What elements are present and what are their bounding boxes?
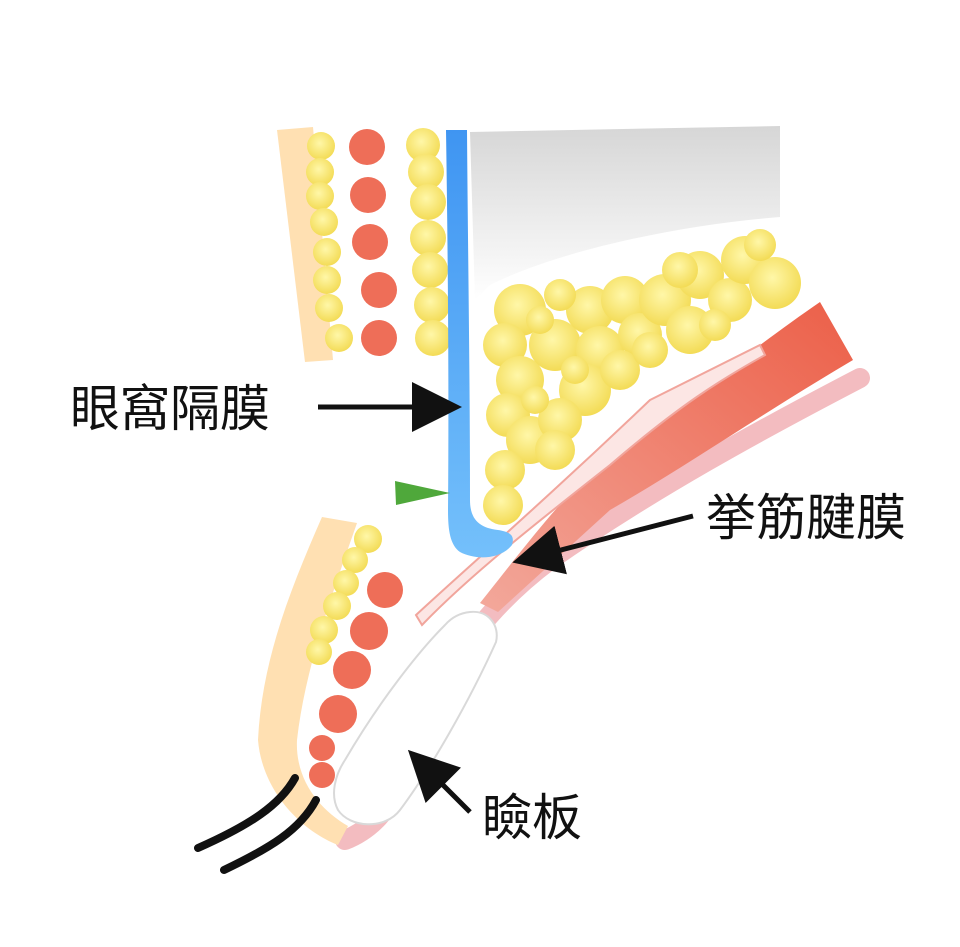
lower-fat-dots (306, 525, 382, 665)
label-tarsus: 瞼板 (482, 789, 582, 847)
levator-muscle (480, 302, 853, 612)
green-pointer-arrowhead (395, 481, 450, 505)
aponeurosis-label-arrow (512, 513, 694, 575)
lower-skin-layer (258, 517, 357, 845)
preaponeurotic-fat-mass (483, 229, 801, 525)
upper-muscle-dots (349, 129, 397, 356)
label-levator-aponeurosis: 挙筋腱膜 (706, 489, 906, 547)
upper-fat-column-small (306, 132, 353, 352)
orbital-region-gray (470, 126, 780, 300)
tarsus-plate (333, 610, 498, 826)
tarsus-label-arrow (407, 749, 472, 814)
upper-fat-column-large (406, 128, 451, 356)
eyelashes (194, 774, 320, 874)
label-orbital-septum: 眼窩隔膜 (70, 380, 270, 438)
orbital-septum (446, 130, 513, 558)
lower-muscle-dots (309, 572, 403, 788)
